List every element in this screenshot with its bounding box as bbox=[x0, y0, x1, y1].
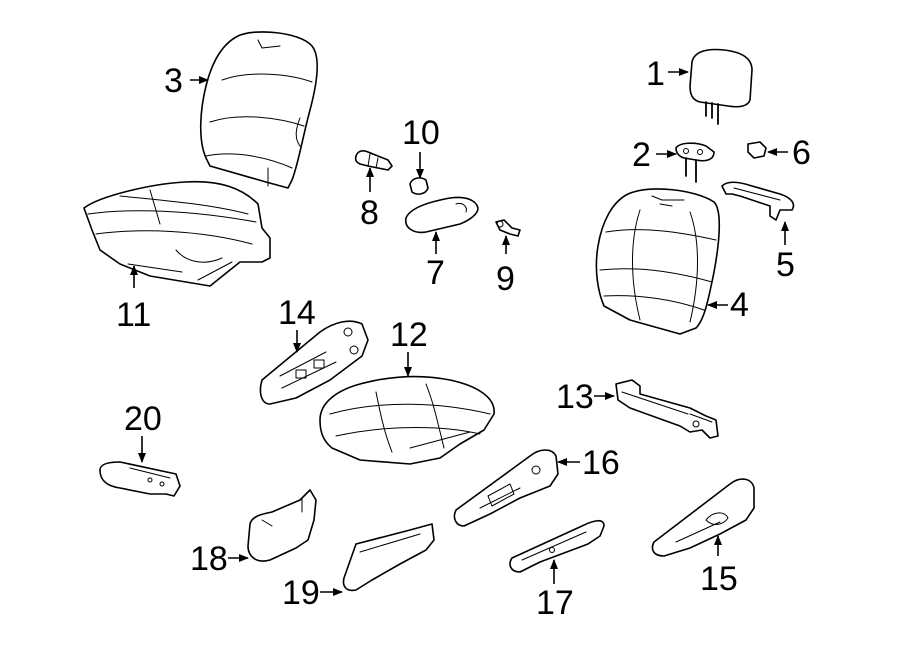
callout-14: 14 bbox=[278, 294, 316, 332]
part-3-seat-back bbox=[199, 31, 318, 189]
part-5-handle bbox=[721, 181, 795, 221]
part-19-lower-trim bbox=[342, 523, 435, 592]
callout-4: 4 bbox=[730, 286, 749, 324]
callout-16: 16 bbox=[582, 444, 620, 482]
part-7-armrest bbox=[404, 196, 479, 234]
callout-10: 10 bbox=[402, 114, 440, 152]
callout-17: 17 bbox=[536, 584, 574, 622]
part-16-side-panel bbox=[453, 449, 559, 527]
part-20-trim bbox=[99, 461, 181, 497]
part-11-seat-cushion bbox=[83, 180, 271, 287]
callout-9: 9 bbox=[496, 260, 515, 298]
part-9-bolt bbox=[495, 219, 521, 237]
part-18-side-trim bbox=[247, 489, 317, 562]
callout-20: 20 bbox=[124, 400, 162, 438]
part-10-knob bbox=[409, 177, 429, 195]
callout-2: 2 bbox=[632, 136, 651, 174]
callout-6: 6 bbox=[792, 134, 811, 172]
callout-3: 3 bbox=[164, 62, 183, 100]
callout-labels: 1 2 3 4 5 6 7 8 9 10 11 12 13 14 15 16 1… bbox=[116, 55, 811, 622]
callout-11: 11 bbox=[116, 296, 151, 334]
part-8-cylinder bbox=[354, 150, 393, 171]
callout-12: 12 bbox=[390, 316, 428, 354]
part-12-cushion bbox=[319, 375, 495, 465]
part-2-headrest-guide bbox=[675, 142, 715, 183]
callout-19: 19 bbox=[282, 574, 320, 612]
callout-18: 18 bbox=[190, 540, 228, 578]
part-4-seat-back-right bbox=[595, 188, 721, 335]
callout-7: 7 bbox=[426, 254, 445, 292]
callout-8: 8 bbox=[360, 194, 379, 232]
part-14-side-bracket bbox=[259, 320, 369, 405]
callout-1: 1 bbox=[646, 55, 665, 93]
part-15-side-cover bbox=[651, 478, 755, 557]
part-17-trim-strip bbox=[509, 519, 605, 573]
callout-15: 15 bbox=[700, 560, 738, 598]
part-6-clip bbox=[747, 141, 767, 159]
leader-arrows bbox=[130, 68, 789, 596]
part-13-rail-bracket bbox=[615, 379, 719, 439]
callout-13: 13 bbox=[556, 378, 594, 416]
callout-5: 5 bbox=[776, 246, 795, 284]
part-1-headrest bbox=[689, 48, 753, 125]
